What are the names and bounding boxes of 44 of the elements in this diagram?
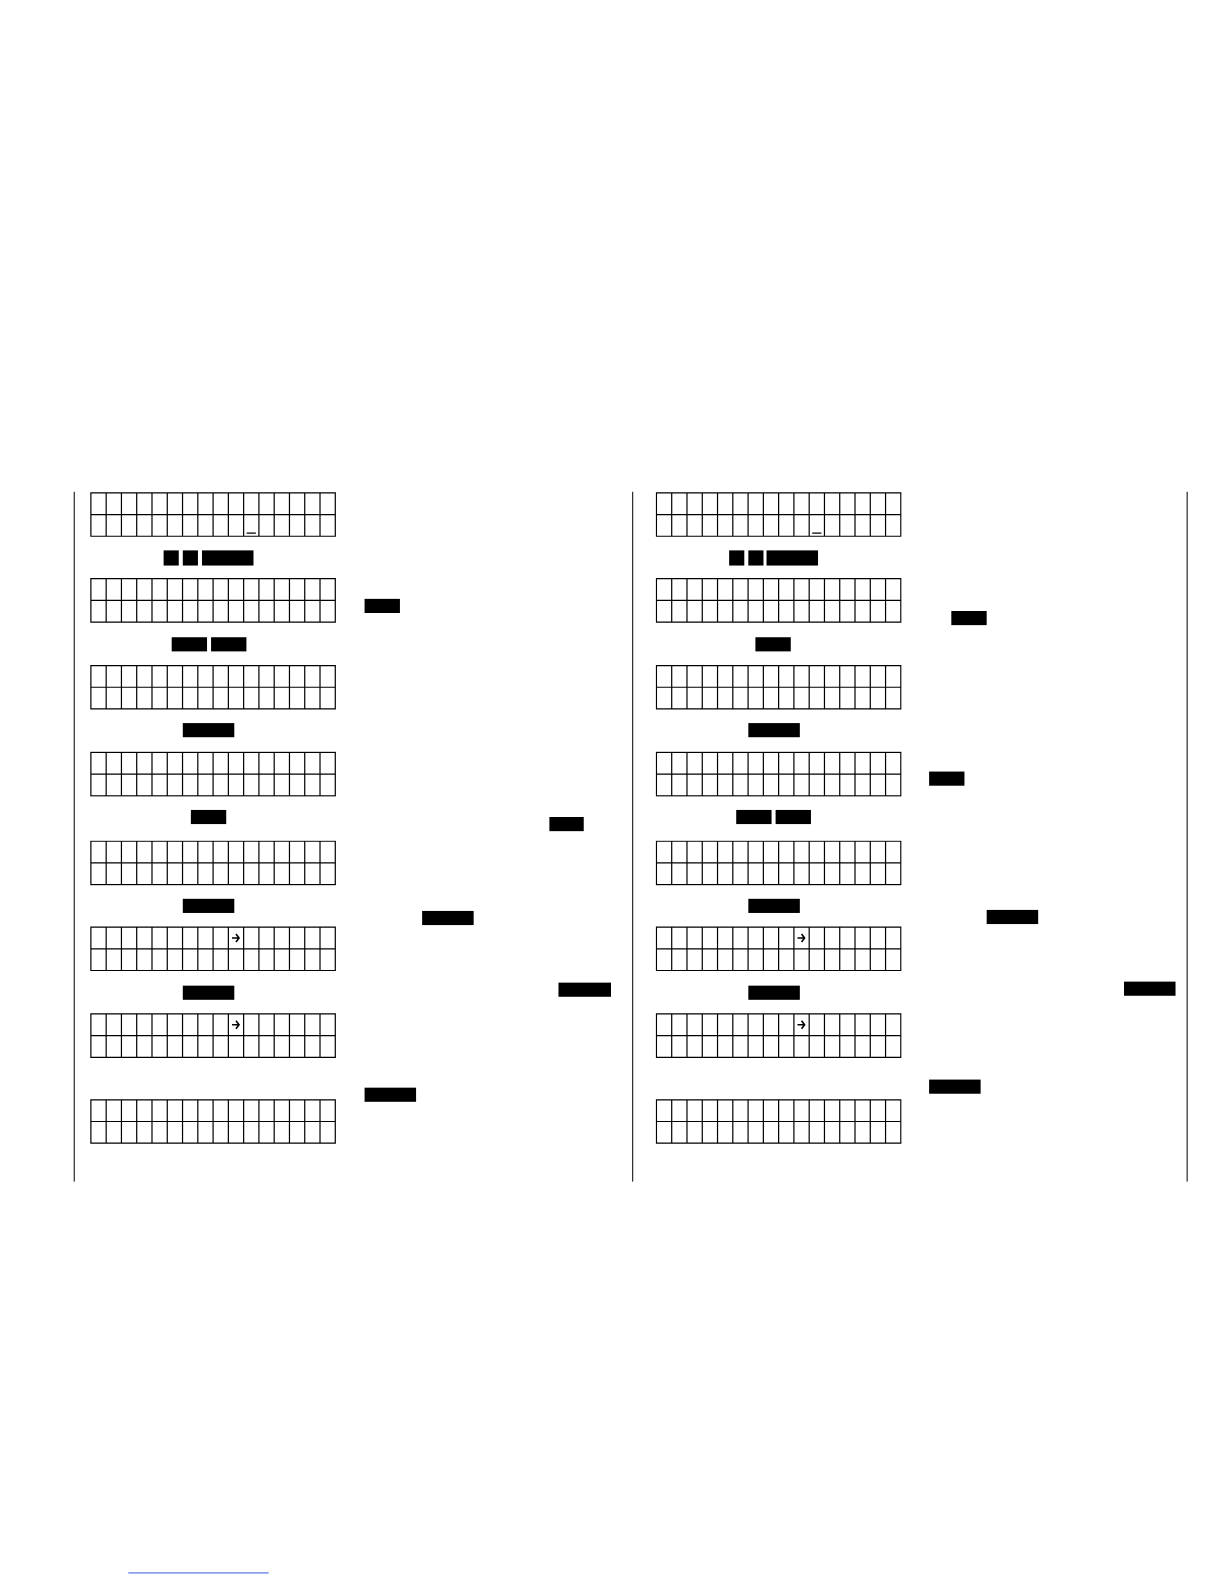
key-button bbox=[729, 550, 745, 566]
key-button bbox=[422, 910, 474, 926]
key-button bbox=[951, 611, 987, 626]
lcd-grid-drawing bbox=[655, 664, 902, 710]
lcd-grid-drawing bbox=[655, 840, 902, 886]
key-button bbox=[775, 809, 811, 825]
key-button bbox=[364, 1087, 417, 1102]
lcd-grid-drawing bbox=[90, 492, 336, 537]
key-button bbox=[171, 637, 208, 652]
lcd-grid-drawing bbox=[90, 926, 336, 972]
key-button bbox=[748, 550, 764, 566]
key-button bbox=[736, 809, 772, 825]
lcd-grid-drawing bbox=[90, 664, 336, 710]
key-button bbox=[163, 550, 179, 566]
lcd-grid-drawing bbox=[655, 492, 902, 537]
key-button bbox=[748, 723, 800, 738]
key-button bbox=[755, 637, 791, 652]
key-button bbox=[549, 817, 584, 832]
key-button bbox=[766, 550, 818, 566]
lcd-grid-drawing bbox=[90, 578, 336, 623]
key-button bbox=[558, 982, 611, 997]
key-button bbox=[211, 637, 247, 652]
key-button bbox=[748, 985, 800, 1000]
lcd-grid-drawing bbox=[655, 1099, 902, 1144]
key-button bbox=[202, 550, 254, 566]
key-button bbox=[986, 909, 1039, 925]
lcd-grid-drawing bbox=[90, 1013, 336, 1058]
key-button bbox=[929, 1079, 981, 1094]
key-button bbox=[182, 550, 198, 566]
key-button bbox=[182, 723, 235, 738]
lcd-grid-drawing bbox=[90, 840, 336, 886]
lcd-grid-drawing bbox=[655, 578, 902, 623]
key-button bbox=[364, 598, 400, 613]
key-button bbox=[929, 771, 965, 786]
lcd-grid-drawing bbox=[90, 1099, 336, 1144]
key-button bbox=[182, 898, 235, 913]
lcd-grid-drawing bbox=[655, 926, 902, 972]
key-button bbox=[190, 809, 227, 825]
key-button bbox=[748, 898, 800, 913]
key-button bbox=[182, 985, 235, 1000]
lcd-grid-drawing bbox=[655, 751, 902, 797]
lcd-grid-drawing bbox=[655, 1013, 902, 1058]
lcd-grid-drawing bbox=[90, 751, 336, 797]
key-button bbox=[1124, 981, 1176, 996]
